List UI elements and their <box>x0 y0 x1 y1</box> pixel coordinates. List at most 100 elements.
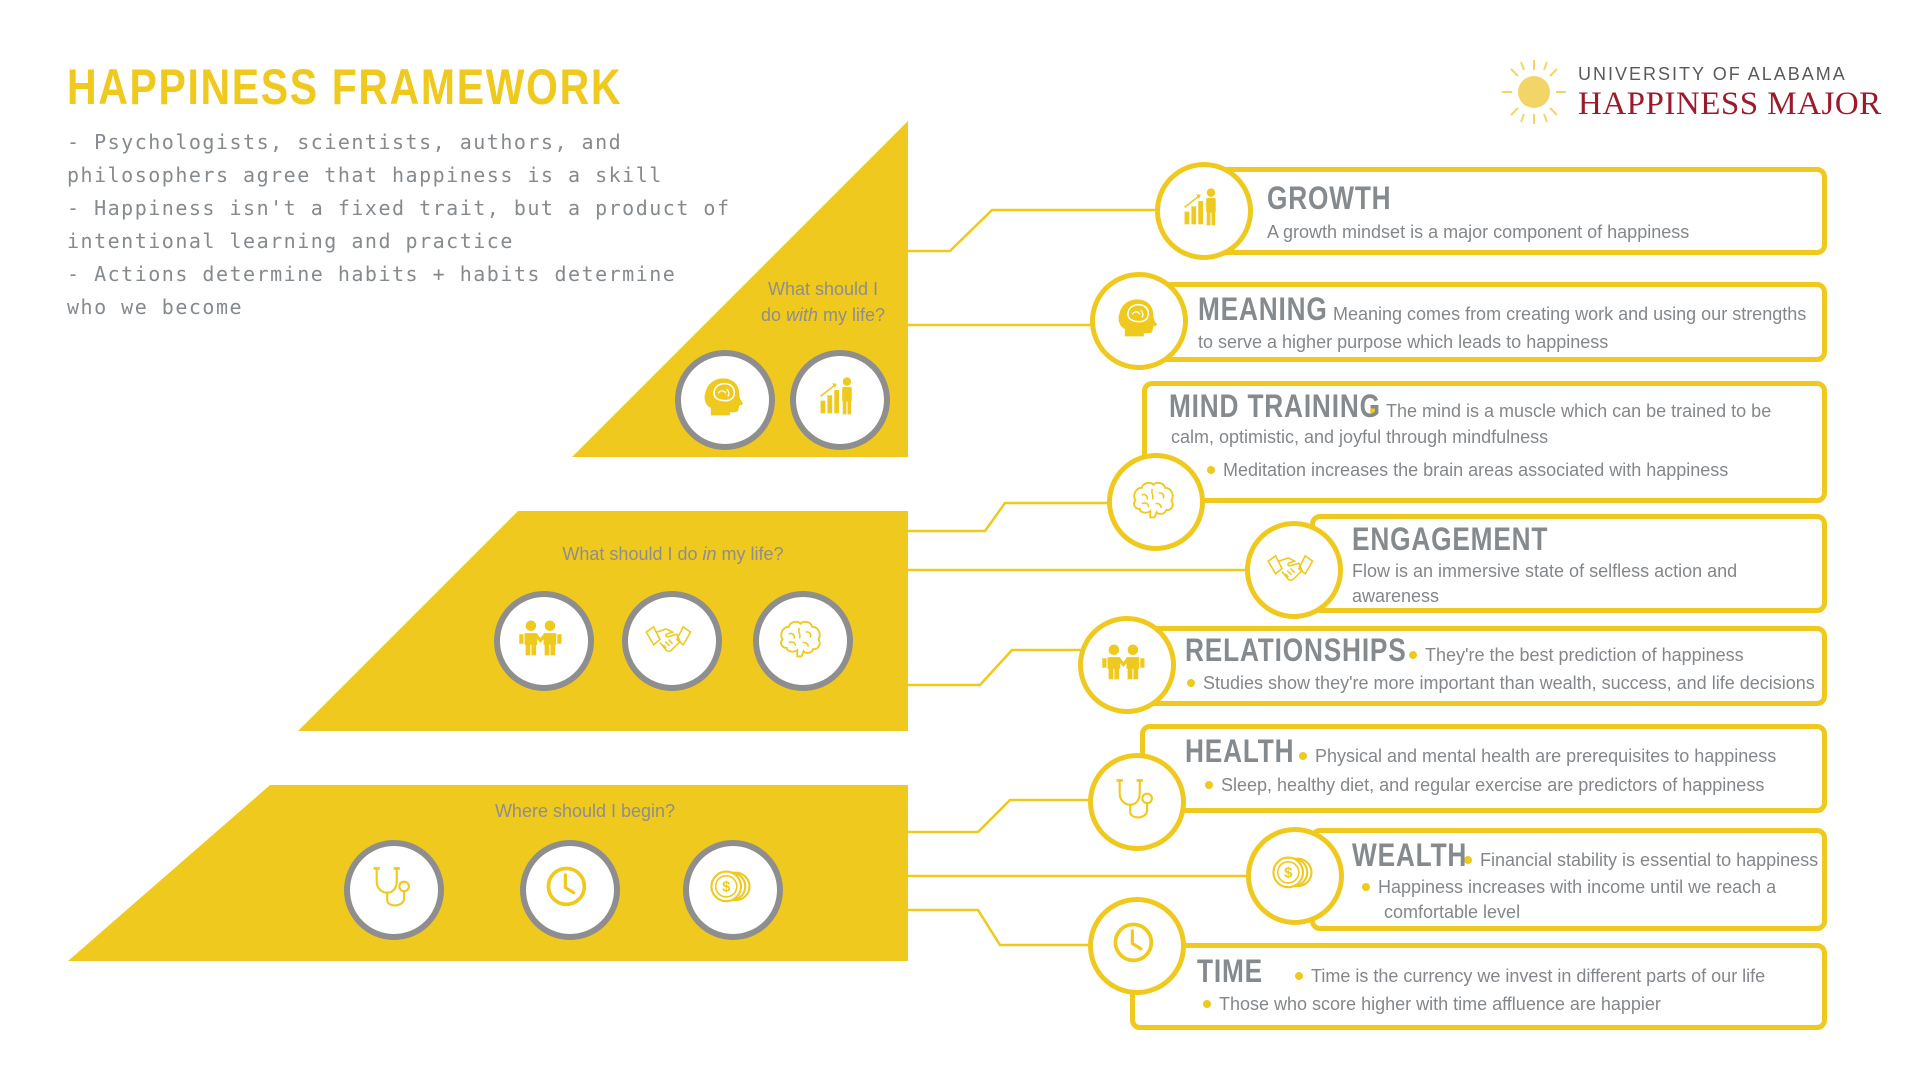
growth-chart-icon <box>1155 162 1253 260</box>
card-growth-text: A growth mindset is a major component of… <box>1267 222 1690 242</box>
brand-major: HAPPINESS MAJOR <box>1578 86 1882 122</box>
card-title: TIME <box>1197 953 1263 989</box>
card-title: MEANING <box>1198 291 1328 327</box>
clock-icon <box>520 840 620 940</box>
connector-lines <box>908 208 1250 947</box>
card-relationships-title-row: RELATIONSHIPS They're the best prediction… <box>1185 632 1744 669</box>
card-title: RELATIONSHIPS <box>1185 632 1407 668</box>
coins-icon <box>683 840 783 940</box>
connector-health <box>908 798 1095 834</box>
intro-line: - Happiness isn't a fixed trait, but a p… <box>67 196 731 220</box>
card-meaning-text: to serve a higher purpose which leads to… <box>1198 332 1609 352</box>
people-icon <box>1078 616 1176 714</box>
card-title: WEALTH <box>1352 837 1468 873</box>
intro-line: philosophers agree that happiness is a s… <box>67 163 663 187</box>
card-text: awareness <box>1352 586 1440 606</box>
card-text: Time is the currency we invest in differ… <box>1311 966 1766 986</box>
card-text: Those who score higher with time affluen… <box>1219 994 1661 1014</box>
bullet-dot <box>1370 406 1378 415</box>
card-wealth: WEALTH Financial stability is essential t… <box>1310 828 1827 931</box>
tier-top-question-line1: What should I <box>767 279 879 299</box>
intro-line: intentional learning and practice <box>67 229 514 253</box>
card-wealth-bullet2: Happiness increases with income until we… <box>1362 875 1776 900</box>
bullet-dot <box>1464 855 1472 864</box>
bullet-dot <box>1299 751 1307 760</box>
card-text: The mind is a muscle which can be traine… <box>1386 401 1772 421</box>
card-text: calm, optimistic, and joyful through min… <box>1171 427 1549 447</box>
intro-line: who we become <box>67 295 244 319</box>
tier-middle-question: What should I do in my life? <box>548 541 798 567</box>
tier-middle-shape <box>298 511 908 731</box>
intro-line: - Actions determine habits + habits dete… <box>67 262 677 286</box>
card-health-bullet2: Sleep, healthy diet, and regular exercis… <box>1205 773 1764 798</box>
card-growth-title: GROWTH <box>1267 180 1419 217</box>
card-time-bullet2: Those who score higher with time affluen… <box>1203 992 1661 1017</box>
card-text: Happiness increases with income until we… <box>1378 877 1777 897</box>
bullet-dot <box>1205 780 1213 789</box>
bullet-dot <box>1362 882 1370 891</box>
brain-icon <box>1107 453 1205 551</box>
card-text: Financial stability is essential to happ… <box>1480 850 1819 870</box>
card-time-title-row: TIME Time is the currency we invest in di… <box>1197 953 1765 990</box>
bullet-dot <box>1203 999 1211 1008</box>
intro-line: - Psychologists, scientists, authors, an… <box>67 130 623 154</box>
head-icon <box>1090 272 1188 370</box>
question-text: What should I do <box>562 544 703 564</box>
card-text: Physical and mental health are prerequis… <box>1315 746 1777 766</box>
card-title: MIND TRAINING <box>1169 388 1381 424</box>
card-text: Studies show they're more important than… <box>1203 673 1815 693</box>
stethoscope-icon <box>1088 753 1186 851</box>
tier-bottom-question: Where should I begin? <box>494 801 676 821</box>
card-health-title-row: HEALTH Physical and mental health are pre… <box>1185 733 1776 770</box>
question-text: do <box>760 305 786 325</box>
card-text: comfortable level <box>1384 902 1521 922</box>
head-icon <box>675 350 775 450</box>
brand-university: UNIVERSITY OF ALABAMA <box>1578 64 1847 84</box>
card-engagement-title: ENGAGEMENT <box>1352 521 1591 558</box>
question-text: my life? <box>818 305 886 325</box>
card-text: They're the best prediction of happiness <box>1425 645 1744 665</box>
card-title: GROWTH <box>1267 180 1392 216</box>
card-title: ENGAGEMENT <box>1352 521 1549 557</box>
card-title: HEALTH <box>1185 733 1295 769</box>
bullet-dot <box>1409 650 1417 659</box>
card-relationships-bullet2: Studies show they're more important than… <box>1187 671 1815 696</box>
card-wealth-title-row: WEALTH Financial stability is essential t… <box>1352 837 1818 874</box>
connector-growth <box>908 208 1180 253</box>
tier-top-question: What should I do with my life? <box>758 276 888 328</box>
brand-logo: UNIVERSITY OF ALABAMA HAPPINESS MAJOR <box>1500 56 1882 136</box>
clock-icon <box>1088 897 1186 995</box>
growth-chart-icon <box>790 350 890 450</box>
brain-icon <box>753 591 853 691</box>
handshake-icon <box>1245 521 1343 619</box>
connector-time <box>908 908 1095 947</box>
card-relationships: RELATIONSHIPS They're the best prediction… <box>1135 626 1827 706</box>
bullet-dot <box>1187 678 1195 687</box>
tier-top-question-line2: do with my life? <box>758 302 888 328</box>
connector-relationships <box>908 648 1085 687</box>
card-mind-training-bullet2: Meditation increases the brain areas ass… <box>1207 458 1728 483</box>
question-text: my life? <box>716 544 784 564</box>
card-text: Meditation increases the brain areas ass… <box>1223 460 1729 480</box>
card-health: HEALTH Physical and mental health are pre… <box>1140 724 1827 813</box>
coins-icon <box>1246 827 1344 925</box>
handshake-icon <box>622 591 722 691</box>
sun-icon <box>1502 60 1566 124</box>
card-text: Sleep, healthy diet, and regular exercis… <box>1221 775 1765 795</box>
card-growth: GROWTH A growth mindset is a major compo… <box>1200 167 1827 255</box>
stethoscope-icon <box>344 840 444 940</box>
page-title: HAPPINESS FRAMEWORK <box>67 59 623 115</box>
people-icon <box>494 591 594 691</box>
bullet-dot <box>1207 465 1215 474</box>
question-emphasis: with <box>785 305 818 325</box>
card-text: Meaning comes from creating work and usi… <box>1333 304 1807 324</box>
bullet-dot <box>1295 971 1303 980</box>
connector-mind-training <box>908 501 1110 533</box>
card-text: Flow is an immersive state of selfless a… <box>1352 561 1738 581</box>
card-engagement: ENGAGEMENT Flow is an immersive state of… <box>1310 514 1827 613</box>
card-time: TIME Time is the currency we invest in di… <box>1130 943 1827 1030</box>
